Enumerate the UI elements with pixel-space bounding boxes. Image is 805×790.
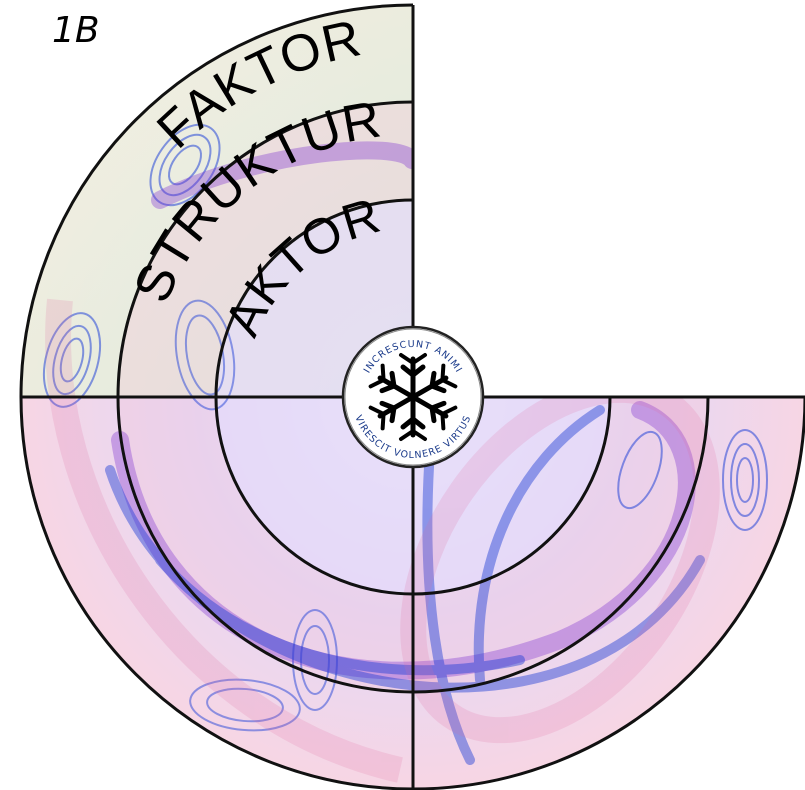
center-emblem: INCRESCUNT ANIMI VIRESCIT VOLNERE VIRTUS — [343, 327, 483, 467]
